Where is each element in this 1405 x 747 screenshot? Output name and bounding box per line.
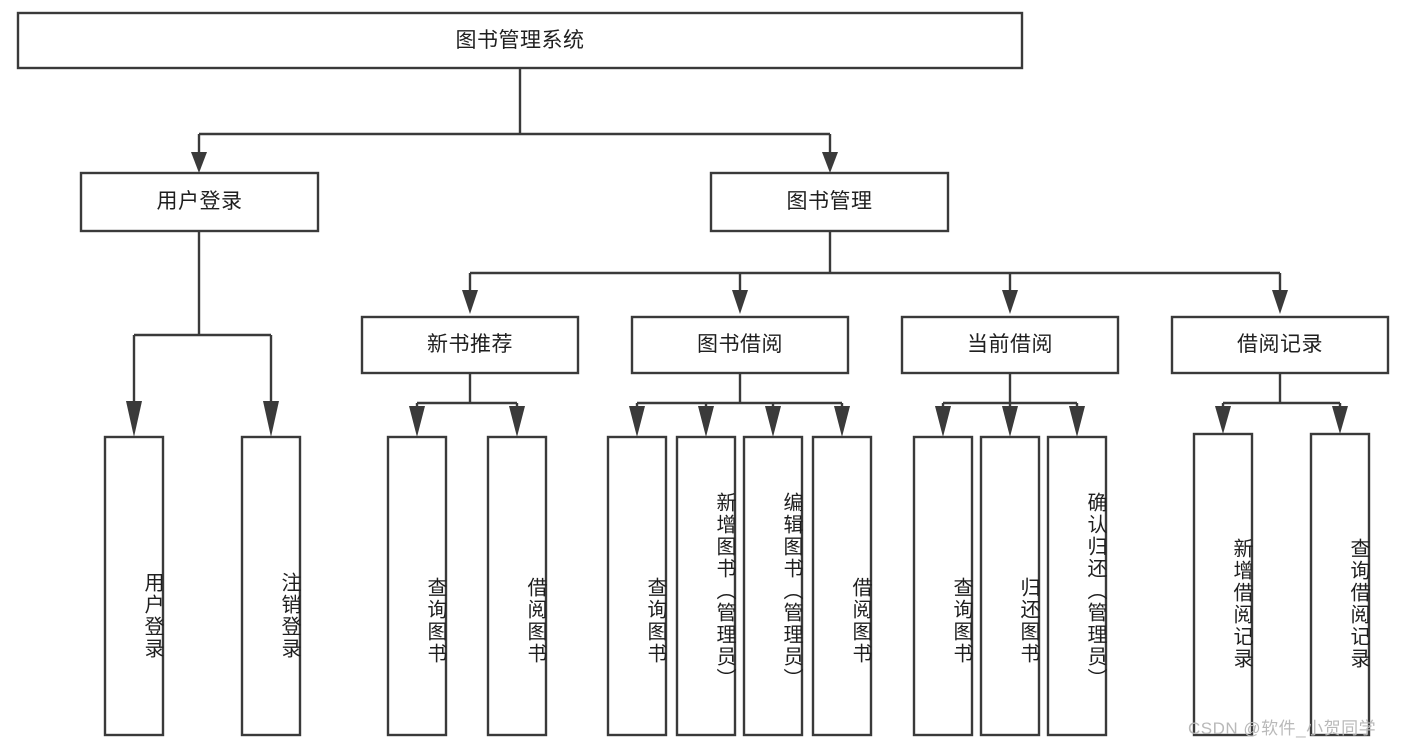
arrow-user-login-leaf-2 bbox=[263, 401, 279, 437]
node-box-borrow-record[interactable] bbox=[1170, 315, 1390, 375]
node-box-leaf-add-record[interactable] bbox=[1192, 432, 1254, 737]
node-box-book-borrow[interactable] bbox=[630, 315, 850, 375]
arrow-nbr-leaf-1 bbox=[409, 406, 425, 437]
node-box-root[interactable] bbox=[16, 11, 1024, 70]
node-box-leaf-edit-book[interactable] bbox=[742, 435, 804, 737]
connector-group-current-borrow bbox=[935, 373, 1085, 437]
node-box-leaf-return-book[interactable] bbox=[979, 435, 1041, 737]
arrow-bb-leaf-3 bbox=[765, 406, 781, 437]
arrow-nbr-leaf-2 bbox=[509, 406, 525, 437]
connector-group-new-book-recommend bbox=[409, 373, 525, 437]
node-box-leaf-user-login[interactable] bbox=[103, 435, 165, 737]
arrow-cb-leaf-1 bbox=[935, 406, 951, 437]
arrow-br-leaf-2 bbox=[1332, 406, 1348, 434]
connector-group-book-management bbox=[462, 231, 1288, 314]
arrow-bm-to-current-borrow bbox=[1002, 290, 1018, 314]
node-box-leaf-borrow-book-2[interactable] bbox=[811, 435, 873, 737]
node-box-leaf-query-book-1[interactable] bbox=[386, 435, 448, 737]
node-box-book-management[interactable] bbox=[709, 171, 950, 233]
arrow-bm-to-book-borrow bbox=[732, 290, 748, 314]
node-box-leaf-query-book-2[interactable] bbox=[606, 435, 668, 737]
arrow-bm-to-borrow-record bbox=[1272, 290, 1288, 314]
arrow-bb-leaf-1 bbox=[629, 406, 645, 437]
arrow-root-to-book-management bbox=[822, 152, 838, 173]
watermark-text: CSDN @软件_小贺同学 bbox=[1188, 719, 1377, 738]
arrow-cb-leaf-3 bbox=[1069, 406, 1085, 437]
arrow-bb-leaf-4 bbox=[834, 406, 850, 437]
node-box-leaf-add-book[interactable] bbox=[675, 435, 737, 737]
arrow-user-login-leaf-1 bbox=[126, 401, 142, 437]
node-box-leaf-query-book-3[interactable] bbox=[912, 435, 974, 737]
connector-group-user-login bbox=[126, 231, 279, 437]
arrow-cb-leaf-2 bbox=[1002, 406, 1018, 437]
node-box-current-borrow[interactable] bbox=[900, 315, 1120, 375]
node-box-leaf-confirm-return[interactable] bbox=[1046, 435, 1108, 737]
arrow-bb-leaf-2 bbox=[698, 406, 714, 437]
node-box-new-book-recommend[interactable] bbox=[360, 315, 580, 375]
arrow-root-to-user-login bbox=[191, 152, 207, 173]
connector-group-root bbox=[191, 68, 838, 173]
node-box-user-login[interactable] bbox=[79, 171, 320, 233]
arrow-bm-to-new-book-recommend bbox=[462, 290, 478, 314]
arrow-br-leaf-1 bbox=[1215, 406, 1231, 434]
node-box-leaf-query-record[interactable] bbox=[1309, 432, 1371, 737]
connector-group-borrow-record bbox=[1215, 373, 1348, 434]
node-box-leaf-borrow-book-1[interactable] bbox=[486, 435, 548, 737]
connector-group-book-borrow bbox=[629, 373, 850, 437]
node-box-leaf-user-logout[interactable] bbox=[240, 435, 302, 737]
